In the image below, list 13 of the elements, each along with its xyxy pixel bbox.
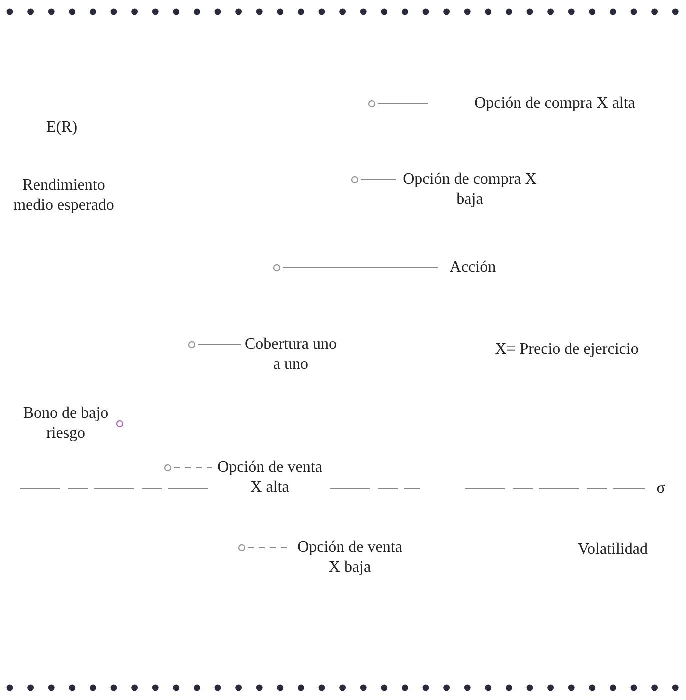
strategy-label: Opción de compra X alta [430,94,680,114]
strategy-label: Opción de venta X baja [290,538,410,578]
strategy-label: Opción de venta X alta [214,458,326,498]
axis-description: Rendimiento medio esperado [12,176,116,216]
strategy-label: Opción de compra X baja [398,170,542,210]
axis-title: E(R) [45,118,79,138]
axis-description: Volatilidad [577,540,649,560]
axis-symbol: σ [656,479,666,499]
strategy-label: Acción [440,258,506,278]
note: X= Precio de ejercicio [494,340,640,360]
leader-line [198,344,242,346]
strategy-label: Bono de bajo riesgo [20,404,112,444]
strategy-label: Cobertura uno a uno [243,335,339,375]
